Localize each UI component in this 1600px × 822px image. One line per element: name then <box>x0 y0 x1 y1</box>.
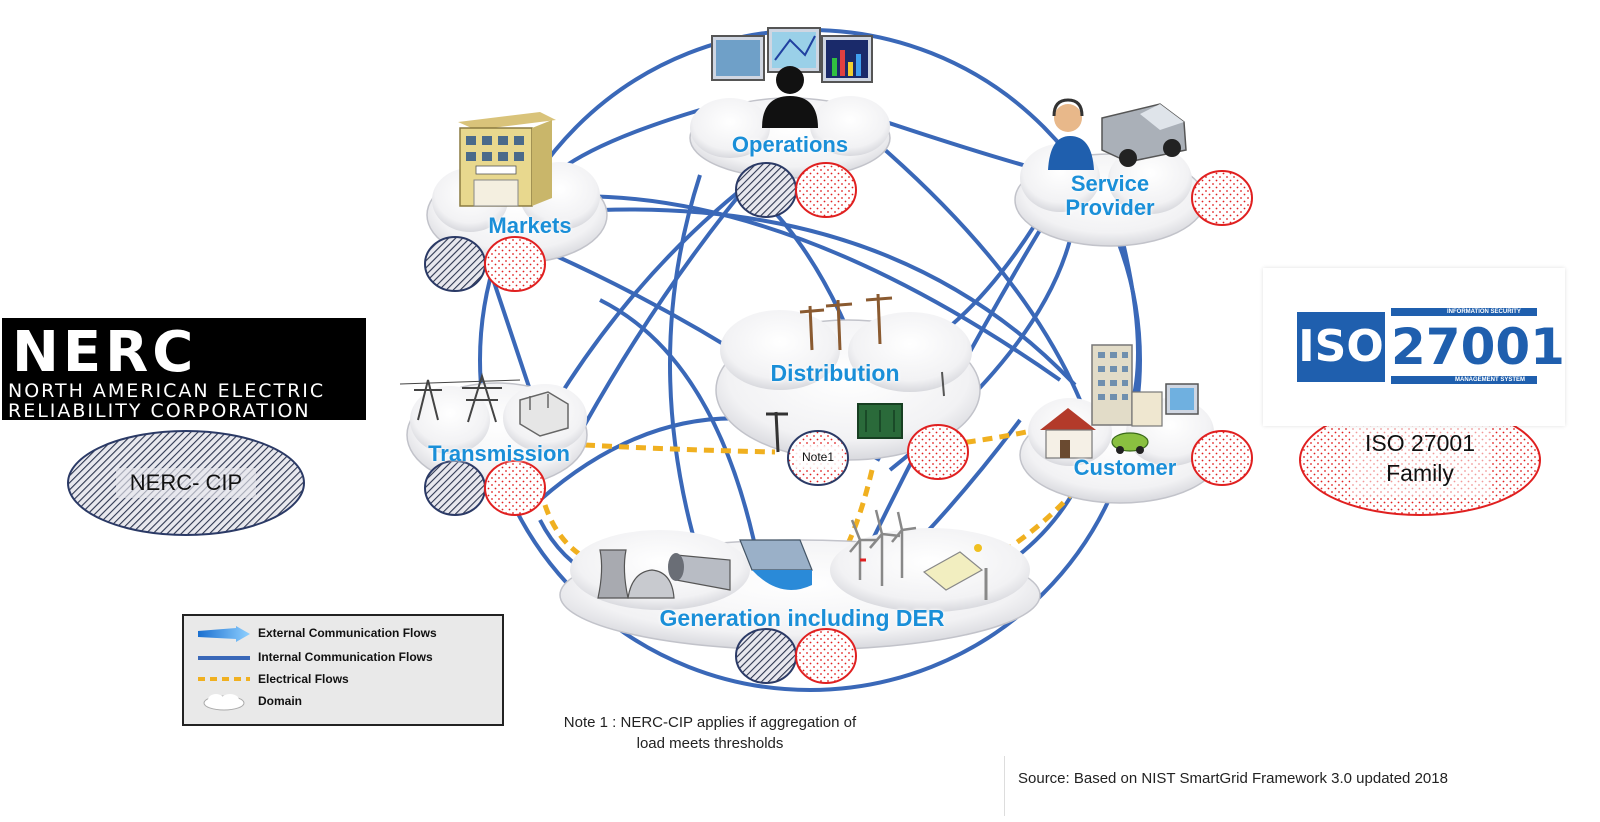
legend-row-electrical: Electrical Flows <box>192 670 492 690</box>
nerc-logo: NERC NORTH AMERICAN ELECTRIC RELIABILITY… <box>2 318 366 422</box>
substation-icon <box>519 391 569 437</box>
cooling-tower-icon <box>597 549 675 599</box>
iso-27001-logo-box: ISO 27001 INFORMATION SECURITY MANAGEMEN… <box>1263 268 1565 426</box>
domain-cloud-icon <box>203 694 245 711</box>
legend-electrical-label: Electrical Flows <box>258 672 349 686</box>
monitor-icon <box>711 27 873 83</box>
house-icon <box>1040 408 1096 459</box>
solar-panel-icon <box>922 544 988 600</box>
note1-badge-label: Note1 <box>801 450 835 464</box>
iso-marker-transmission <box>484 460 546 516</box>
iso-27001-logo: ISO 27001 INFORMATION SECURITY MANAGEMEN… <box>1297 308 1565 386</box>
nerc-cip-marker-markets <box>424 236 486 292</box>
legend-row-external: External Communication Flows <box>192 624 492 644</box>
nerc-logo-line2: RELIABILITY CORPORATION <box>8 400 311 422</box>
iso-logo-top-bar <box>1391 308 1537 316</box>
utility-truck-icon <box>1101 103 1187 167</box>
iso-marker-markets <box>484 236 546 292</box>
market-building-icon <box>458 112 556 207</box>
iso-marker-service-provider <box>1191 170 1253 226</box>
nerc-cip-marker-operations <box>735 162 797 218</box>
legend-internal-label: Internal Communication Flows <box>258 650 433 664</box>
iso-marker-distribution <box>907 424 969 480</box>
nerc-logo-word: NERC <box>12 320 198 385</box>
iso-family-label: ISO 27001 Family <box>1365 430 1475 486</box>
transmission-tower-icon <box>399 372 521 423</box>
domain-label-customer: Customer <box>1073 455 1177 480</box>
nerc-cip-label: NERC- CIP <box>129 470 243 495</box>
legend-domain-label: Domain <box>258 694 303 708</box>
transformer-icon <box>857 403 903 439</box>
legend-external-label: External Communication Flows <box>258 626 437 640</box>
external-flow-arrow-icon <box>198 626 250 642</box>
office-building-icon <box>1091 344 1199 427</box>
distribution-cloud <box>715 310 981 461</box>
legend-row-domain: Domain <box>192 692 492 712</box>
iso-marker-generation <box>795 628 857 684</box>
utility-pole-icon <box>766 293 945 453</box>
wind-turbine-icon <box>849 509 917 586</box>
legend-row-internal: Internal Communication Flows <box>192 648 492 668</box>
domain-label-service-provider: Service Provider <box>1065 171 1155 220</box>
iso-marker-customer <box>1191 430 1253 486</box>
domain-label-transmission: Transmission <box>428 441 570 466</box>
domain-label-operations: Operations <box>731 132 849 157</box>
source-attribution: Source: Based on NIST SmartGrid Framewor… <box>1018 770 1448 787</box>
iso-logo-top-tag: INFORMATION SECURITY <box>1447 309 1521 315</box>
source-divider <box>1004 756 1005 816</box>
legend: External Communication Flows Internal Co… <box>182 614 504 726</box>
internal-flow-line-icon <box>198 656 250 660</box>
iso-logo-bottom-bar <box>1391 376 1537 384</box>
note-1-text: Note 1 : NERC-CIP applies if aggregation… <box>563 714 857 752</box>
turbine-icon <box>668 553 731 591</box>
operations-cloud <box>689 96 891 179</box>
iso-logo-bottom-tag: MANAGEMENT SYSTEM <box>1455 377 1526 383</box>
nerc-cip-marker-generation <box>735 628 797 684</box>
electric-car-icon <box>1111 432 1149 454</box>
operator-icon <box>762 66 818 128</box>
call-center-agent-icon <box>1048 98 1094 170</box>
iso-logo-iso: ISO <box>1297 312 1385 382</box>
domain-label-generation: Generation including DER <box>659 605 945 631</box>
nerc-cip-marker-transmission <box>424 460 486 516</box>
iso-logo-number: 27001 <box>1391 318 1565 376</box>
electrical-flow-line-icon <box>198 677 250 681</box>
iso-marker-operations <box>795 162 857 218</box>
domain-label-markets: Markets <box>488 213 572 238</box>
iso-27001-markers <box>484 162 1253 684</box>
domain-label-distribution: Distribution <box>770 360 900 386</box>
dam-icon <box>739 539 813 590</box>
nerc-logo-line1: NORTH AMERICAN ELECTRIC <box>8 380 326 402</box>
